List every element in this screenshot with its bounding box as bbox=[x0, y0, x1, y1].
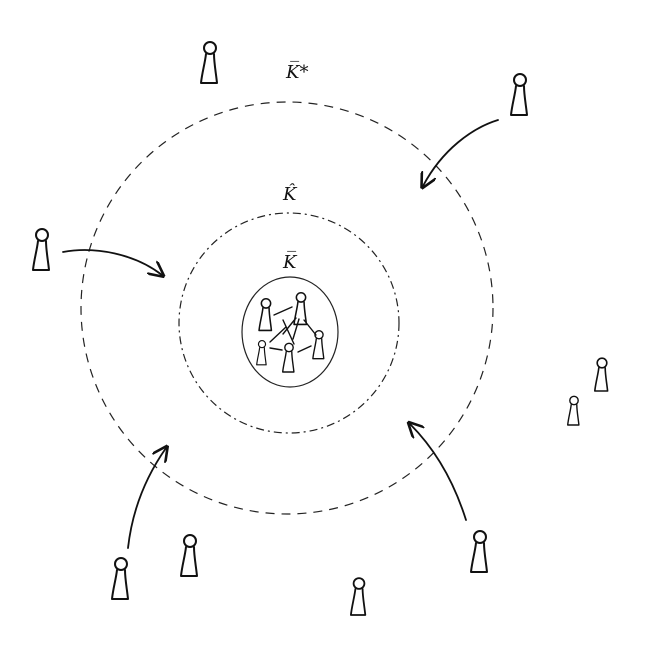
person-far-right-2 bbox=[566, 395, 580, 426]
outer-circle bbox=[80, 101, 494, 515]
person-bottom-left-2 bbox=[110, 556, 130, 601]
middle-circle bbox=[178, 212, 400, 434]
person-inner-1 bbox=[258, 297, 273, 332]
person-bottom-center bbox=[349, 577, 367, 617]
person-top-right bbox=[509, 72, 529, 117]
person-far-right-1 bbox=[593, 357, 609, 392]
inner-circle-label: K̅ bbox=[282, 251, 298, 273]
person-top bbox=[199, 40, 219, 85]
person-inner-3 bbox=[256, 339, 267, 366]
arrow-bottom-right-up bbox=[410, 424, 467, 521]
person-inner-4 bbox=[281, 342, 295, 373]
outer-circle-label: K̅* bbox=[285, 61, 308, 83]
person-inner-5 bbox=[312, 329, 325, 360]
arrow-left-to-middle bbox=[62, 249, 162, 275]
arrow-right-to-outer bbox=[423, 119, 499, 186]
arrow-bottom-left-up bbox=[127, 448, 166, 549]
inner-ellipse bbox=[241, 276, 339, 388]
person-left bbox=[31, 227, 51, 272]
person-bottom-left-1 bbox=[179, 533, 199, 578]
middle-circle-label: K̂ bbox=[282, 183, 298, 205]
person-bottom-right bbox=[469, 529, 489, 574]
